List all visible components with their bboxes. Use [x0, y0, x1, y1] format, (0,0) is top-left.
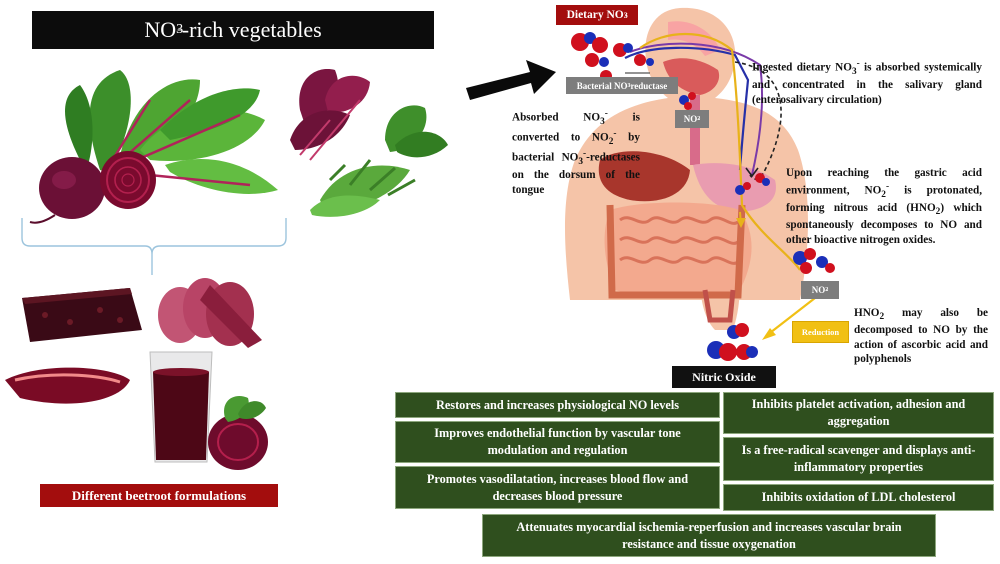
- nitric-oxide-molecules-icon: [707, 323, 758, 361]
- nitrate-molecules-icon: [571, 32, 654, 82]
- ingested-nitrate-note: Ingested dietary NO3- is absorbed system…: [752, 59, 983, 106]
- beetroot-juice-smear-image: [5, 367, 130, 404]
- gastric-protonation-note: Upon reaching the gastric acid environme…: [786, 167, 982, 246]
- beetroot-slices-image: [158, 278, 262, 348]
- reduction-arrowhead-icon: [762, 328, 776, 340]
- circulation-yellow-path: [639, 33, 801, 271]
- circulation-purple-path: [629, 42, 764, 176]
- nitric-oxide-label: Nitric Oxide: [672, 366, 776, 388]
- grouping-brace: [21, 218, 287, 255]
- effect-box-no-levels: Restores and increases physiological NO …: [395, 392, 720, 418]
- effect-box-myocardial: Attenuates myocardial ischemia-reperfusi…: [482, 514, 936, 557]
- yellow-arrowhead-icon: [736, 218, 746, 228]
- flow-arrow-icon: [466, 60, 556, 100]
- formulations-label: Different beetroot formulations: [40, 484, 278, 507]
- greens-image: [290, 69, 448, 217]
- beetroot-bunch-image: [29, 70, 278, 224]
- effect-box-vasodilatation: Promotes vasodilatation, increases blood…: [395, 466, 720, 509]
- dashed-arrowhead-icon: [745, 167, 759, 178]
- absorbed-nitrate-note: Absorbed NO3- is converted to NO2- by ba…: [512, 109, 640, 196]
- effect-box-platelet: Inhibits platelet activation, adhesion a…: [723, 392, 994, 434]
- stomach-molecules-icon: [735, 173, 770, 195]
- reduction-label: Reduction: [792, 321, 849, 343]
- human-body-image: [565, 7, 808, 330]
- circulation-blue-path: [624, 46, 750, 171]
- beetroot-juice-glass-image: [149, 351, 268, 470]
- effect-box-scavenger: Is a free-radical scavenger and displays…: [723, 437, 994, 481]
- hno2-decomposition-note: HNO2 may also be decomposed to NO by the…: [854, 307, 988, 366]
- nitrite-molecules-icon-1: [679, 92, 696, 110]
- effect-box-endothelial: Improves endothelial function by vascula…: [395, 421, 720, 463]
- nitrite-molecules-icon-2: [793, 248, 835, 274]
- beetroot-bar-image: [22, 288, 142, 342]
- reduction-arrow: [765, 297, 816, 337]
- effect-box-ldl: Inhibits oxidation of LDL cholesterol: [723, 484, 994, 511]
